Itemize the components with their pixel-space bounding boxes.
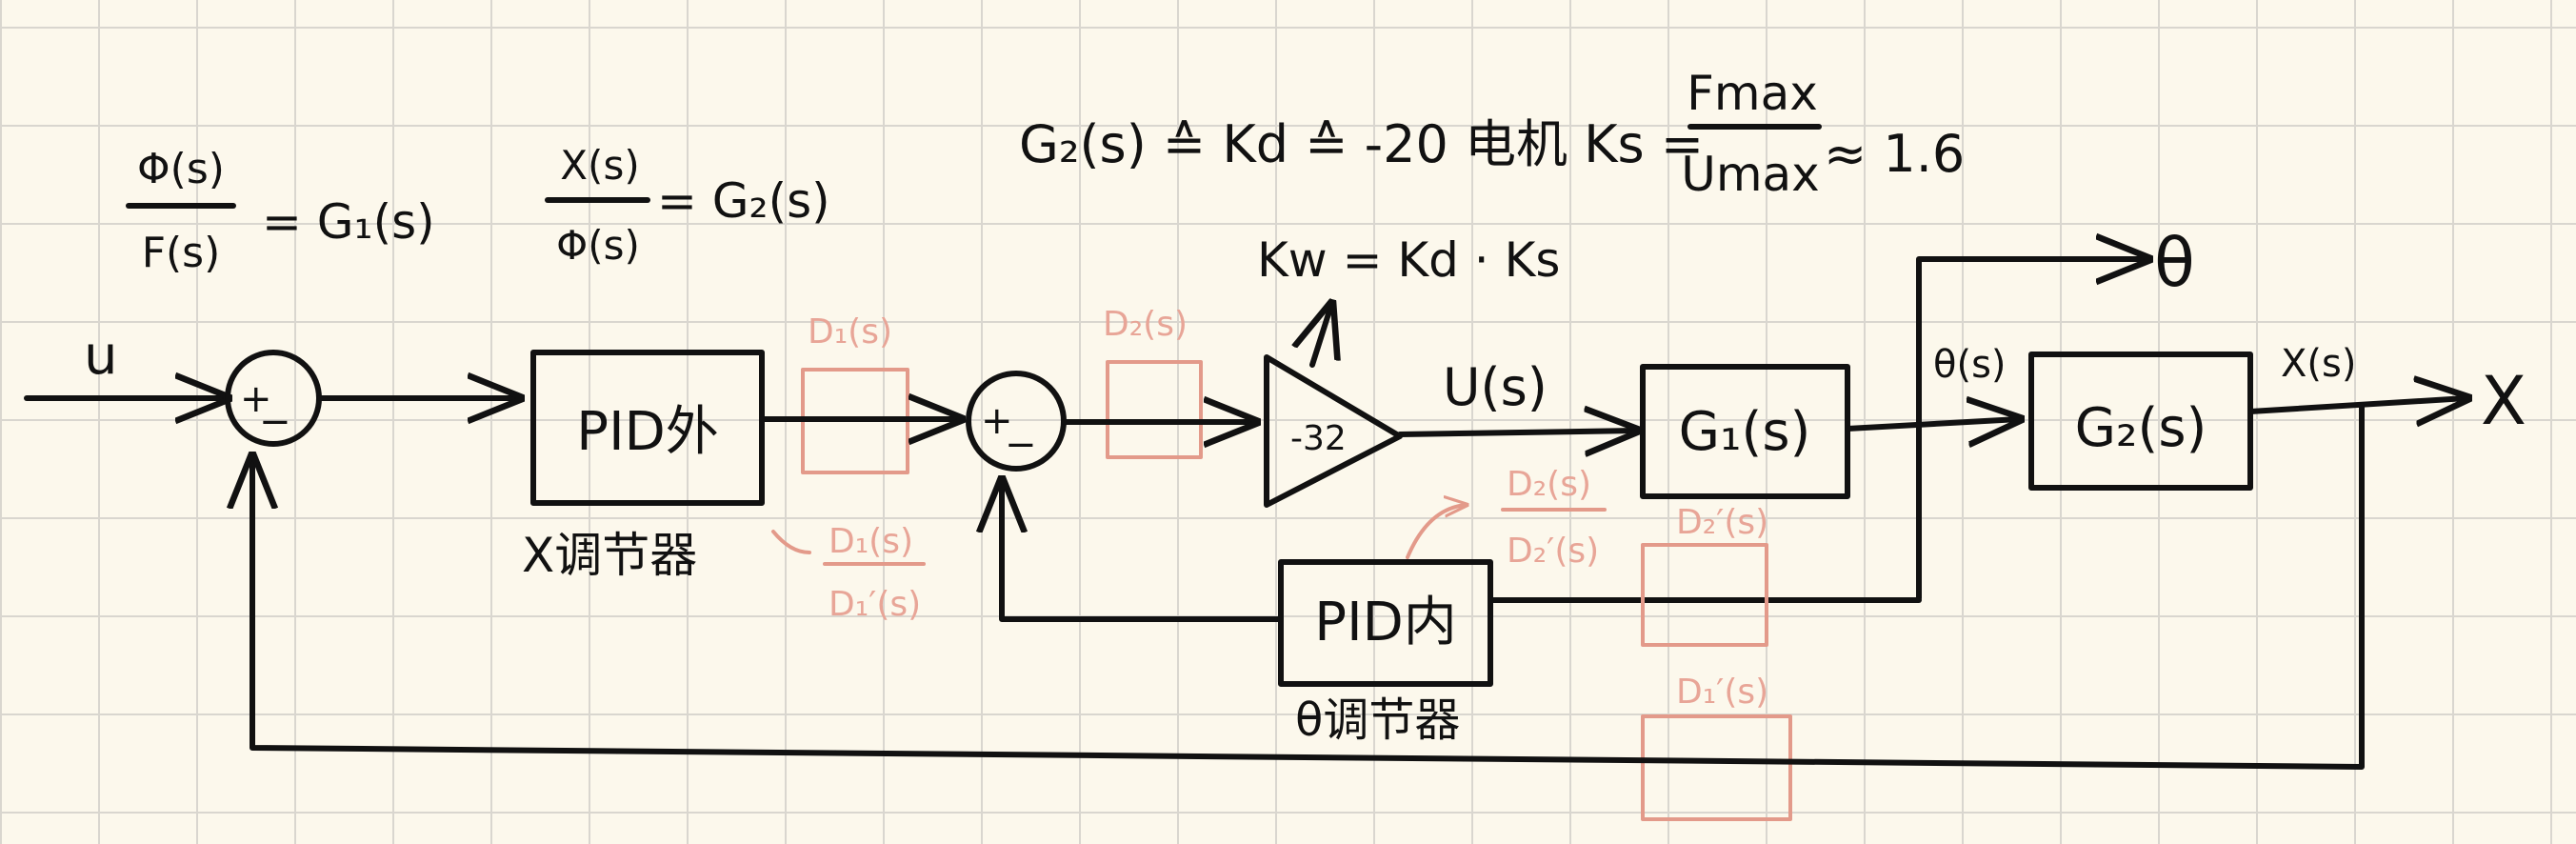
equation-g2: X(s) Φ(s) = G₂(s) [545, 142, 830, 269]
d1-curve [771, 530, 811, 554]
d1-ratio-denominator: D₁′(s) [829, 585, 921, 624]
arrow-to-g2 [1845, 419, 2019, 429]
d1-prime-label: D₁′(s) [1676, 673, 1768, 712]
pid-outer-box [530, 350, 765, 506]
signal-label-U: U(s) [1443, 357, 1548, 417]
d2-ratio-curve [1406, 505, 1467, 559]
equation-motor-gain: G₂(s) ≙ Kd ≙ -20 电机 Ks = Fmax Umax ≈ 1.6 [1019, 66, 1965, 202]
sum2-minus: − [1005, 423, 1037, 467]
eq1-denominator: F(s) [142, 229, 221, 277]
summing-junction-outer: + − [225, 350, 322, 447]
d2-annotation: D₂(s) [1103, 305, 1203, 459]
output-label-theta: θ [2154, 224, 2195, 302]
d2-ratio-numerator: D₂(s) [1507, 465, 1591, 504]
d1-label: D₁(s) [808, 312, 892, 352]
g2-label: G₂(s) [2075, 397, 2207, 459]
output-label-x: X [2481, 362, 2526, 440]
pid-outer-label: PID外 [576, 401, 718, 463]
kw-equation: Kw = Kd · Ks [1257, 232, 1560, 288]
pid-inner-label: PID内 [1314, 592, 1456, 653]
inner-feedback-to-sum2 [1002, 481, 1284, 622]
pid-outer-block: PID外 [530, 350, 765, 506]
pid-inner-caption: θ调节器 [1295, 693, 1460, 747]
gain-triangle [1264, 354, 1403, 508]
d2-ratio-denominator: D₂′(s) [1507, 532, 1599, 571]
summing-junction-inner: + − [966, 371, 1067, 472]
arrow-to-g1 [1397, 431, 1636, 434]
g2-box [2028, 352, 2253, 491]
eq2-numerator: X(s) [560, 142, 639, 189]
pid-outer-caption: X调节器 [522, 528, 697, 583]
eq3-text: G₂(s) ≙ Kd ≙ -20 电机 Ks = [1019, 114, 1704, 174]
kw-pointer-arrow [1312, 305, 1331, 368]
eq3-rhs: ≈ 1.6 [1824, 124, 1965, 184]
g1-box [1640, 364, 1850, 499]
gain-amplifier: -32 [1264, 354, 1403, 508]
equation-g1: Φ(s) F(s) = G₁(s) [126, 145, 435, 277]
d2-box [1106, 360, 1203, 459]
d2-ratio-annotation: D₂(s) D₂′(s) [1406, 465, 1607, 571]
g2-block: G₂(s) [2028, 352, 2253, 491]
d1-annotation: D₁(s) D₁(s) D₁′(s) [771, 312, 926, 624]
input-label-u: u [84, 325, 118, 387]
sum2-plus: + [981, 399, 1013, 443]
d1-prime-annotation: D₁′(s) [1641, 673, 1792, 821]
d1-ratio-numerator: D₁(s) [829, 522, 913, 561]
d2-prime-box [1641, 543, 1768, 647]
eq1-rhs: = G₁(s) [262, 194, 435, 250]
sum1-plus: + [240, 377, 272, 421]
theta-branch-up [1916, 259, 2147, 601]
eq1-numerator: Φ(s) [137, 145, 225, 193]
d1-prime-box [1641, 714, 1792, 821]
d2-prime-label: D₂′(s) [1676, 503, 1768, 542]
g1-block: G₁(s) [1640, 364, 1850, 499]
g1-label: G₁(s) [1679, 401, 1811, 463]
pid-inner-block: PID内 [1278, 559, 1493, 687]
eq3-numerator: Fmax [1687, 66, 1818, 121]
d2-label: D₂(s) [1103, 305, 1188, 344]
d2-prime-annotation: D₂′(s) [1641, 503, 1768, 647]
signal-label-theta: θ(s) [1933, 343, 2007, 387]
eq3-denominator: Umax [1681, 147, 1820, 202]
eq2-denominator: Φ(s) [556, 222, 640, 269]
sum1-minus: − [259, 400, 291, 444]
output-arrow-x [2247, 398, 2466, 412]
gain-label: -32 [1290, 419, 1347, 458]
outer-feedback-to-sum1 [252, 403, 2365, 770]
eq2-rhs: = G₂(s) [657, 173, 830, 229]
pid-inner-box [1278, 559, 1493, 687]
signal-label-X: X(s) [2281, 342, 2356, 386]
